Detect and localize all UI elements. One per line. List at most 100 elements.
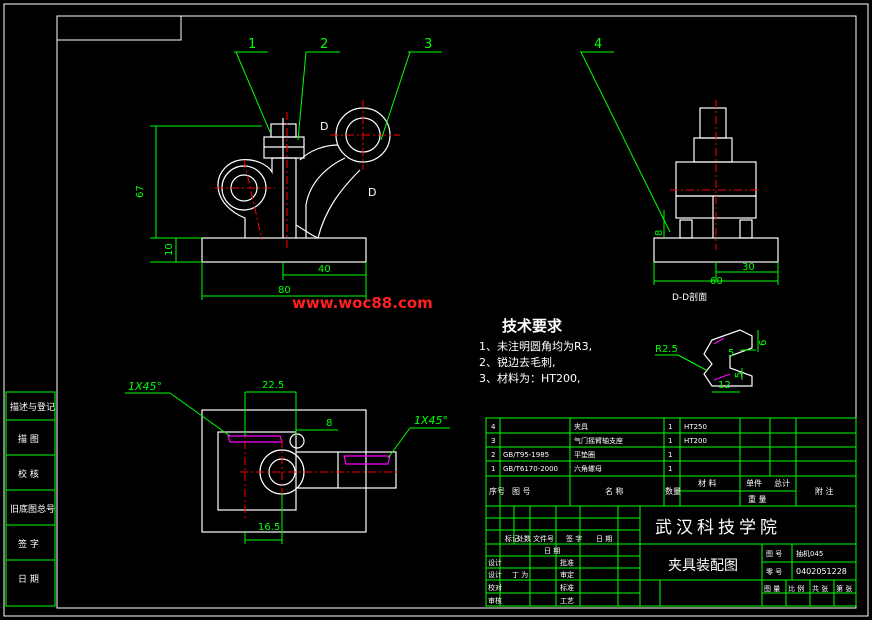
balloon-numbers: 1 2 3 4 (248, 37, 602, 52)
mid-row-0: 批准 (560, 558, 574, 567)
side-label-3: 旧底图总号 (10, 503, 55, 515)
dim-16-5: 16.5 (258, 522, 280, 533)
bom-h-single: 单件 (746, 478, 762, 488)
bottom-0: 图 量 (764, 585, 780, 593)
bom-h-code: 图 号 (512, 487, 531, 496)
bom-qty-3: 1 (668, 465, 672, 473)
bottom-1: 比 例 (788, 584, 804, 593)
dim-67: 67 (135, 185, 146, 198)
date-label: 日 期 (544, 547, 560, 555)
bom-qty-2: 1 (668, 451, 672, 459)
chamfer-label-1: 1X45° (128, 380, 162, 393)
bom-qty-0: 1 (668, 423, 672, 431)
bom-h-weight: 重 量 (748, 494, 767, 504)
bom-h-total: 总计 (774, 478, 790, 488)
bom-header: 序号 图 号 名 称 数量 材 料 单件 总计 重 量 附 注 (489, 478, 834, 504)
bom-table (485, 417, 857, 507)
bom-name-2: 平垫圈 (574, 450, 595, 459)
bom-no-0: 4 (491, 423, 496, 431)
bom-h-remark: 附 注 (815, 486, 834, 496)
bom-h-no: 序号 (489, 486, 505, 496)
corner-box (56, 15, 182, 41)
balloon-leaders (234, 51, 671, 233)
tech-item-3: 3、材料为：HT200, (479, 371, 580, 385)
front-view (201, 107, 391, 263)
detail-dim-text: R2.5 5 6 5 12 (655, 340, 769, 391)
outer-frame (3, 3, 869, 617)
inner-frame (56, 15, 857, 609)
side-label-0: 描述与登记 (10, 401, 55, 413)
left-row-1: 设计 (488, 570, 502, 579)
bom-code-2: GB/T95-1985 (503, 451, 549, 459)
top-dimensions (125, 391, 450, 544)
bom-rows: 4 夹具 1 HT250 3 气门摇臂轴支座 1 HT200 2 GB/T95-… (491, 422, 707, 473)
bom-no-3: 1 (491, 465, 495, 473)
bom-name-1: 气门摇臂轴支座 (574, 436, 623, 445)
bom-h-mat: 材 料 (698, 478, 717, 488)
section-markers: D D (320, 120, 376, 199)
top-dim-text: 22.5 8 16.5 (258, 380, 332, 533)
detail-view (703, 329, 753, 387)
bom-h-qty: 数量 (665, 486, 681, 496)
bom-name-3: 六角螺母 (574, 464, 602, 473)
bom-name-0: 夹具 (574, 422, 588, 431)
dim-8b: 8 (326, 418, 332, 429)
tech-title: 技术要求 (502, 317, 563, 335)
balloon-3: 3 (424, 37, 432, 52)
tech-item-1: 1、未注明圆角均为R3, (479, 339, 592, 353)
dim-5: 5 (728, 348, 734, 359)
tech-items: 1、未注明圆角均为R3, 2、锐边去毛刺, 3、材料为：HT200, (479, 339, 592, 385)
front-centerlines (215, 100, 400, 250)
front-dimensions (150, 125, 367, 300)
designer: 丁 为 (512, 570, 528, 579)
dim-r2-5: R2.5 (655, 344, 678, 355)
side-label-5: 日 期 (18, 574, 39, 585)
left-row-3: 审核 (488, 596, 502, 605)
title-meta: 标记 处数 文件号 签 字 日 期 设计 设计 校对 审核 丁 为 日 期 批准… (488, 534, 852, 605)
dim-12: 12 (718, 380, 731, 391)
bom-mat-1: HT200 (684, 437, 707, 445)
dim-8: 8 (654, 230, 665, 236)
bom-h-name: 名 称 (605, 486, 624, 496)
left-row-2: 校对 (488, 583, 502, 592)
balloon-2: 2 (320, 37, 328, 52)
dim-40: 40 (318, 264, 331, 275)
dim-5b: 5 (734, 372, 745, 378)
meta-3: 签 字 (566, 534, 582, 543)
side-label-1: 描 图 (18, 433, 39, 445)
side-column-labels: 描述与登记 描 图 校 核 旧底图总号 签 字 日 期 (10, 401, 55, 585)
balloon-4: 4 (594, 37, 602, 52)
dim-10: 10 (164, 243, 175, 256)
dim-80: 80 (278, 285, 291, 296)
section-mark-d1: D (320, 120, 328, 133)
dim-60: 60 (710, 276, 723, 287)
part-value: 0402051228 (796, 567, 847, 576)
bottom-2: 共 张 (812, 584, 828, 593)
code-label: 图 号 (766, 550, 782, 558)
bom-mat-0: HT250 (684, 423, 707, 431)
side-dim-text: 8 60 30 (654, 230, 755, 287)
drawing-title: 夹具装配图 (668, 558, 738, 574)
mid-row-2: 标准 (560, 583, 574, 592)
section-mark-d2: D (368, 186, 376, 199)
meta-4: 日 期 (596, 535, 612, 543)
balloon-1: 1 (248, 37, 256, 52)
side-label-4: 签 字 (18, 538, 39, 550)
dim-22-5: 22.5 (262, 380, 284, 391)
part-label: 零 号 (766, 568, 782, 576)
front-dim-text: 67 10 40 80 (135, 185, 331, 296)
mid-row-1: 审定 (560, 570, 574, 579)
school-name: 武汉科技学院 (655, 518, 781, 538)
bottom-3: 第 张 (836, 584, 852, 593)
side-label-2: 校 核 (18, 468, 39, 480)
section-label: D-D剖面 (672, 291, 707, 303)
mid-row-3: 工艺 (560, 597, 574, 605)
left-row-0: 设计 (488, 558, 502, 567)
side-dimensions (653, 210, 779, 285)
top-view (201, 409, 397, 533)
meta-1: 处数 (517, 534, 531, 543)
detail-dimensions (655, 330, 759, 393)
tech-item-2: 2、锐边去毛刺, (479, 355, 556, 369)
meta-2: 文件号 (533, 534, 554, 543)
chamfer-labels: 1X45° 1X45° (128, 380, 448, 427)
